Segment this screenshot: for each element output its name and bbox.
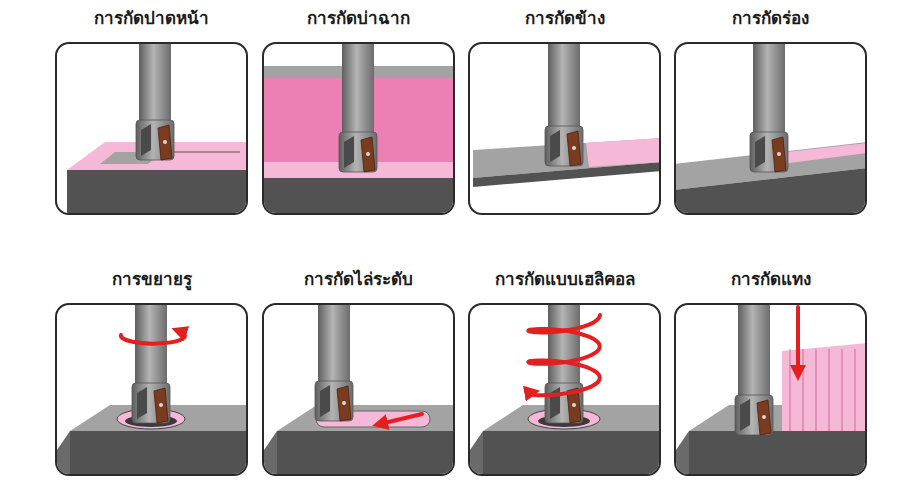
- chip-pocket: [141, 124, 151, 156]
- tool-shank: [753, 44, 785, 134]
- machined-edge: [165, 152, 240, 153]
- plunge-step: [790, 349, 791, 431]
- chip-pocket: [740, 399, 750, 431]
- chip-pocket: [550, 130, 560, 162]
- chip-pocket: [320, 385, 330, 417]
- workpiece-face: [483, 431, 659, 474]
- panel-frame: [674, 42, 867, 215]
- chip-pocket: [755, 136, 765, 168]
- panel-frame: [55, 42, 248, 215]
- panel-heading: การกัดข้าง: [468, 6, 661, 42]
- panel-heading: การกัดบ่าฉาก: [262, 6, 455, 42]
- panel-frame: [262, 303, 455, 476]
- cutting-insert: [154, 388, 168, 423]
- cutter-head: [132, 383, 170, 423]
- milling-illustration: [264, 44, 453, 213]
- cutter-head: [315, 381, 353, 421]
- plunge-step: [855, 349, 856, 431]
- milling-panel: การกัดแทง: [674, 267, 867, 476]
- insert-screw: [572, 146, 576, 150]
- tool-shank: [548, 44, 580, 128]
- chip-pocket: [344, 136, 354, 168]
- tool-shank: [318, 305, 350, 383]
- milling-panel: การกัดแบบเฮลิคอล: [468, 267, 661, 476]
- milling-illustration: [676, 44, 865, 213]
- panel-heading: การกัดร่อง: [674, 6, 867, 42]
- insert-screw: [163, 140, 167, 144]
- tool-shank: [139, 44, 171, 122]
- milling-illustration: [57, 305, 246, 474]
- motion-arrow: [796, 307, 800, 373]
- tool-shank: [548, 305, 580, 385]
- insert-screw: [342, 401, 346, 405]
- workpiece-face: [676, 431, 689, 474]
- cutter-head: [136, 120, 174, 160]
- panel-frame: [468, 42, 661, 215]
- motion-arrow: [121, 331, 185, 344]
- chip-pocket: [137, 387, 147, 419]
- panel-heading: การกัดแบบเฮลิคอล: [468, 267, 661, 303]
- cutting-insert: [567, 131, 581, 166]
- motion-arrow: [528, 315, 600, 395]
- panel-heading: การกัดปาดหน้า: [55, 6, 248, 42]
- cutter-head: [735, 395, 773, 435]
- workpiece-face: [277, 405, 453, 431]
- milling-illustration: [676, 305, 865, 474]
- workpiece-face: [264, 431, 277, 474]
- panel-frame: [262, 42, 455, 215]
- milling-panel: การกัดไล่ระดับ: [262, 267, 455, 476]
- cutter-head: [750, 132, 788, 172]
- cutting-insert: [361, 137, 375, 172]
- workpiece-face: [689, 431, 865, 474]
- plunge-step: [829, 349, 830, 431]
- milling-illustration: [264, 305, 453, 474]
- workpiece-face: [782, 343, 865, 431]
- plunge-step: [842, 349, 843, 431]
- cutter-head: [545, 383, 583, 423]
- insert-screw: [777, 152, 781, 156]
- cutting-insert: [337, 386, 351, 421]
- panel-heading: การขยายรู: [55, 267, 248, 303]
- tool-shank: [738, 305, 770, 397]
- milling-panel: การกัดปาดหน้า: [55, 6, 248, 215]
- panel-frame: [55, 303, 248, 476]
- workpiece-face: [70, 431, 246, 474]
- milling-illustration: [470, 305, 659, 474]
- workpiece-face: [277, 431, 453, 474]
- workpiece-face: [264, 178, 453, 213]
- cutting-insert: [772, 137, 786, 172]
- insert-screw: [159, 403, 163, 407]
- panel-heading: การกัดไล่ระดับ: [262, 267, 455, 303]
- motion-arrow: [380, 414, 422, 424]
- milling-panel: การกัดร่อง: [674, 6, 867, 215]
- panel-frame: [468, 303, 661, 476]
- workpiece-face: [57, 431, 70, 474]
- chip-pocket: [550, 387, 560, 419]
- tool-shank: [342, 44, 374, 134]
- panel-frame: [674, 303, 867, 476]
- cutting-insert: [757, 400, 771, 435]
- cutter-head: [339, 132, 377, 172]
- plunge-step: [816, 349, 817, 431]
- plunge-step: [803, 349, 804, 431]
- milling-illustration: [57, 44, 246, 213]
- workpiece-face: [67, 170, 246, 213]
- insert-screw: [762, 415, 766, 419]
- milling-panel: การขยายรู: [55, 267, 248, 476]
- workpiece-face: [470, 431, 483, 474]
- workpiece-face: [586, 138, 659, 167]
- milling-illustration: [470, 44, 659, 213]
- cutting-insert: [158, 125, 172, 160]
- milling-panel: การกัดข้าง: [468, 6, 661, 215]
- milling-panel: การกัดบ่าฉาก: [262, 6, 455, 215]
- cutter-head: [545, 126, 583, 166]
- insert-screw: [572, 403, 576, 407]
- panel-heading: การกัดแทง: [674, 267, 867, 303]
- insert-screw: [366, 152, 370, 156]
- workpiece-face: [676, 168, 865, 213]
